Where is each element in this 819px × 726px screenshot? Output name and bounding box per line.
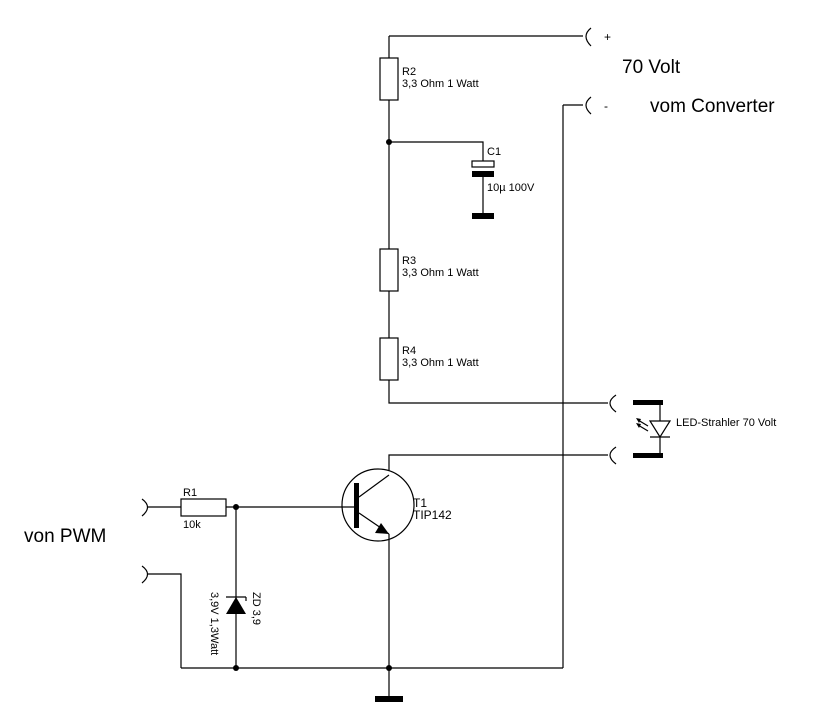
pwm-terminal-top-icon <box>141 498 149 517</box>
capacitor-c1 <box>471 160 495 219</box>
c1-ref: C1 <box>487 146 501 158</box>
r3-value: 3,3 Ohm 1 Watt <box>402 267 479 279</box>
junction-ground-zener <box>233 665 239 671</box>
negative-rail-wire <box>562 104 583 668</box>
zener-value: 3,9V 1,3Watt <box>208 592 220 655</box>
c1-value: 10µ 100V <box>487 182 535 194</box>
led-diode-icon <box>648 420 672 439</box>
r4-value: 3,3 Ohm 1 Watt <box>402 357 479 369</box>
wire-collector <box>388 454 608 475</box>
transistor-t1 <box>341 468 415 542</box>
led-label: LED-Strahler 70 Volt <box>676 417 776 429</box>
r2-ref: R2 <box>402 66 416 78</box>
positive-rail-wire <box>388 35 583 58</box>
minus-terminal-icon <box>585 96 592 115</box>
converter-label: vom Converter <box>650 96 775 117</box>
t1-ref: T1 <box>413 496 427 510</box>
zener-ref: ZD 3,9 <box>250 592 262 625</box>
plus-terminal-icon <box>585 27 592 47</box>
r2-value: 3,3 Ohm 1 Watt <box>402 78 479 90</box>
led-terminal-top-icon <box>609 394 617 413</box>
led-emission-arrows-icon <box>636 418 649 432</box>
pwm-label: von PWM <box>24 526 106 547</box>
ground-icon <box>375 696 403 702</box>
junction-ground-emitter <box>386 665 392 671</box>
t1-value: TIP142 <box>413 508 452 522</box>
pwm-terminal-bottom-icon <box>141 565 149 584</box>
r1-ref: R1 <box>183 487 197 499</box>
plus-label: + <box>604 30 611 44</box>
wire-pwm-return <box>148 573 182 668</box>
r3-ref: R3 <box>402 255 416 267</box>
led-connector-bottom <box>633 453 663 458</box>
zener-diode-icon <box>226 596 247 614</box>
r4-ref: R4 <box>402 345 416 357</box>
r1-value: 10k <box>183 519 201 531</box>
led-connector-top <box>633 400 663 405</box>
wire-r4-led <box>388 380 608 404</box>
resistor-r1 <box>180 498 227 517</box>
minus-label: - <box>604 99 608 113</box>
resistor-r4 <box>379 337 399 381</box>
resistor-r2 <box>379 57 399 101</box>
voltage-label: 70 Volt <box>622 57 681 78</box>
led-terminal-bottom-icon <box>609 446 617 465</box>
wire-c1-branch <box>389 141 484 161</box>
resistor-r3 <box>379 248 399 292</box>
